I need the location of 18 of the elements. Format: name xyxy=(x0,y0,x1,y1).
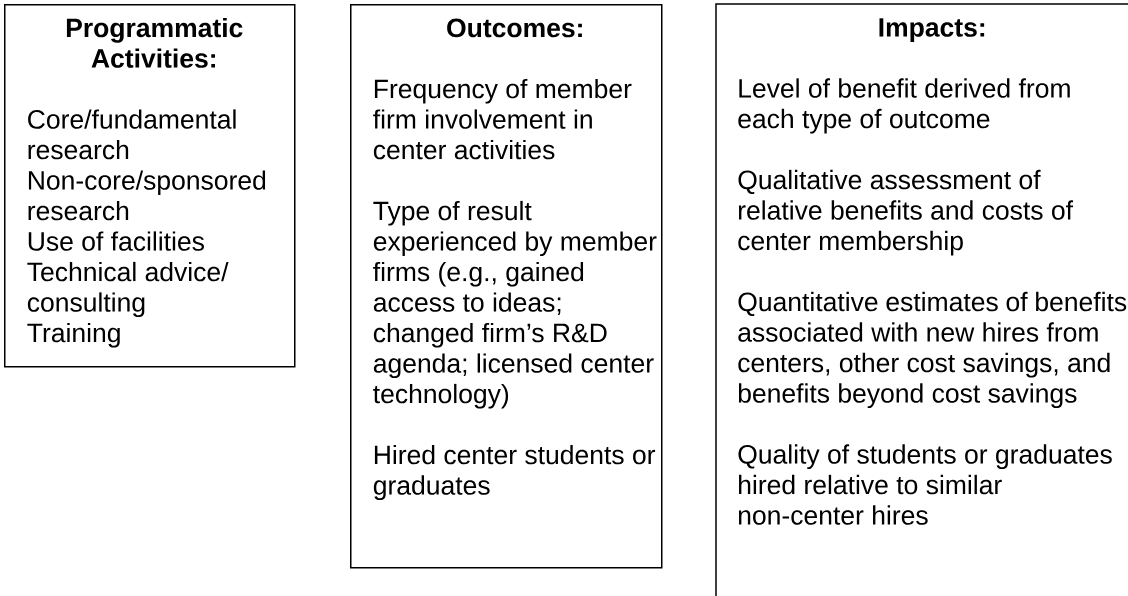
item-text: Level of benefit derived from each type of outcome xyxy=(738,78,1070,134)
item-text: Technical advice/ consulting xyxy=(27,261,229,318)
item-text: Non-core/sponsored research xyxy=(28,170,266,221)
heading: Impacts: xyxy=(879,18,985,43)
text-box xyxy=(715,3,1128,596)
item-text: Quantitative estimates of benefits associated with new hires from centers, other cost savings, and benefits beyond cost savings xyxy=(738,291,1127,409)
item-text: Qualitative assessment of relative benefits and costs of center membership xyxy=(738,169,1074,256)
item-text: Type of result experienced by member firms (e.g., gained access to ideas; changed firm’s R&D agenda; licensed center technology) xyxy=(373,200,657,409)
item-text: Use of facilities xyxy=(28,231,204,251)
heading: Programmatic Activities: xyxy=(66,17,243,68)
item-text: Core/fundamental research xyxy=(28,109,236,160)
item-text: Hired center students or graduates xyxy=(373,444,656,501)
text-box xyxy=(4,4,296,368)
heading: Outcomes: xyxy=(447,18,582,38)
item-text: Training xyxy=(27,322,120,348)
item-text: Quality of students or graduates hired relative to similar non-center hires xyxy=(738,444,1112,525)
item-text: Frequency of member firm involvement in center activities xyxy=(373,78,632,160)
text-box xyxy=(350,4,663,569)
